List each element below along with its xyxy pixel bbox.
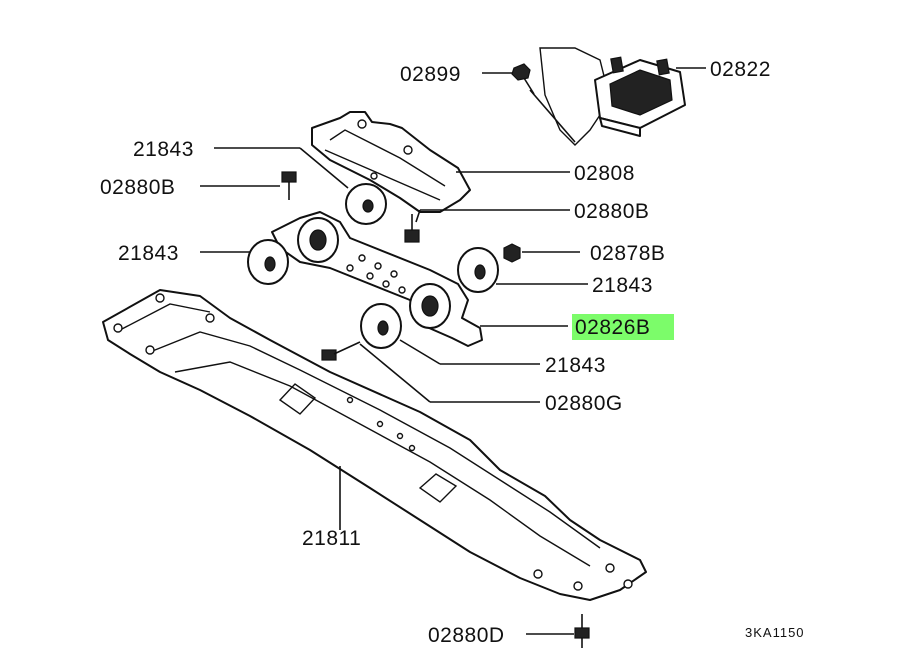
nut-02878B-part[interactable] [503,243,521,263]
insulator-02826B-part[interactable] [271,211,483,347]
highlight-box [572,314,674,340]
washer-21843-d-part[interactable] [360,303,402,349]
crossmember-21811-part[interactable] [102,289,647,601]
label-02878B[interactable]: 02878B [590,242,665,265]
label-02880G[interactable]: 02880G [545,392,623,415]
label-21811[interactable]: 21811 [302,527,361,550]
washer-21843-b-part[interactable] [247,239,289,285]
label-02880D[interactable]: 02880D [428,624,505,647]
stud-02880D-part[interactable] [574,614,590,648]
washer-21843-c-part[interactable] [457,247,499,293]
label-02880B-a[interactable]: 02880B [100,176,175,199]
drawing-code: 3KA1150 [745,625,805,640]
bolt-02880G-part[interactable] [321,341,361,361]
label-21843-b[interactable]: 21843 [118,242,179,265]
washer-21843-a-part[interactable] [345,183,387,225]
label-21843-d[interactable]: 21843 [545,354,606,377]
bolt-02899-part[interactable] [511,63,535,95]
stud-02880B-a-part[interactable] [281,171,297,200]
label-21843-a[interactable]: 21843 [133,138,194,161]
label-02826B[interactable]: 02826B [575,316,650,339]
label-02899[interactable]: 02899 [400,63,461,86]
stud-02880B-b-part[interactable] [404,214,420,243]
label-21843-c[interactable]: 21843 [592,274,653,297]
transmission-mount-part[interactable] [539,47,686,146]
part-labels: 02899 02822 21843 02808 02880B 02880B 21… [100,58,805,647]
bracket-02808-part[interactable] [311,111,471,213]
label-02880B-b[interactable]: 02880B [574,200,649,223]
label-02822[interactable]: 02822 [710,58,771,81]
leader-lines [200,67,706,635]
label-02808[interactable]: 02808 [574,162,635,185]
